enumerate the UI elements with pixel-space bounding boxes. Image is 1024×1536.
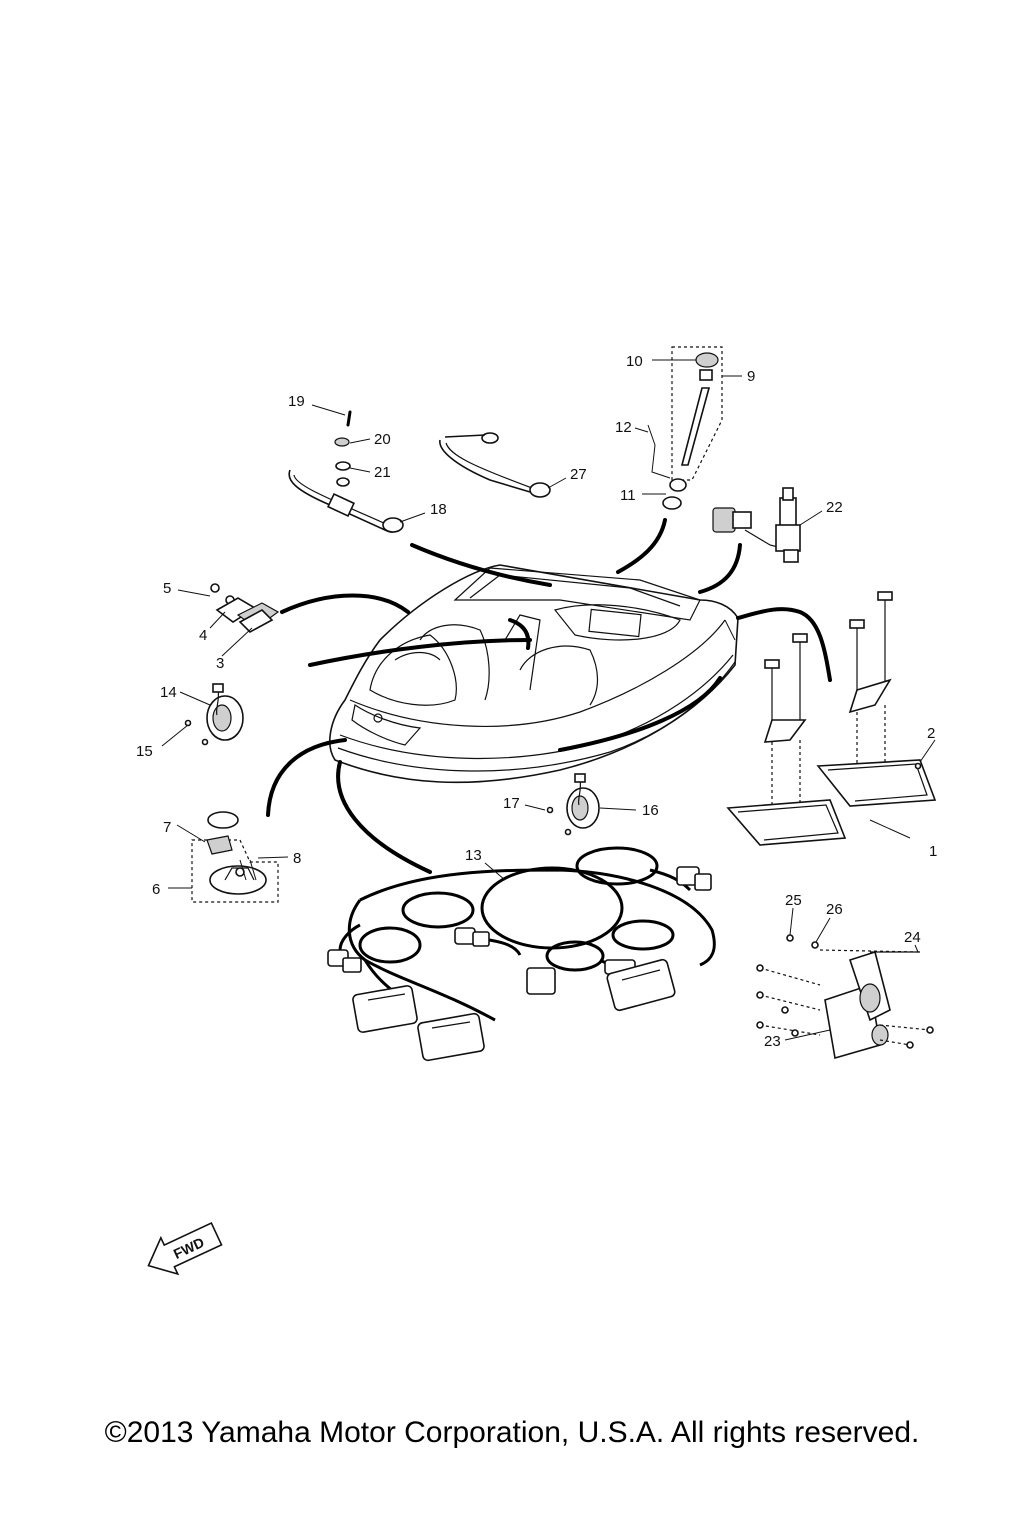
part-speaker-16 [546,773,600,836]
callout-12: 12 [615,419,632,436]
callout-13: 13 [465,847,482,864]
copyright-notice: ©2013 Yamaha Motor Corporation, U.S.A. A… [104,1416,920,1449]
part-brackets [726,591,937,846]
leader-lines [161,359,936,1041]
fwd-arrow-icon: FWD [147,1222,223,1276]
callout-14: 14 [160,684,177,701]
part-switch-6-7-8 [191,811,279,903]
wire-harness [327,846,716,1062]
callout-11: 11 [620,487,636,504]
callout-5: 5 [163,580,171,597]
callout-4: 4 [199,627,207,644]
callout-23: 23 [764,1033,781,1050]
callout-17: 17 [503,795,520,812]
callout-labels: 1 2 3 4 5 6 7 8 9 10 11 12 13 14 15 16 1… [136,353,937,1050]
callout-9: 9 [747,368,755,385]
callout-15: 15 [136,743,153,760]
callout-24: 24 [904,929,921,946]
part-speaker-14 [184,683,244,746]
callout-18: 18 [430,501,447,518]
callout-19: 19 [288,393,305,410]
callout-1: 1 [929,843,937,860]
callout-3: 3 [216,655,224,672]
part-handrails [288,432,551,533]
callout-7: 7 [163,819,171,836]
callout-25: 25 [785,892,802,909]
callout-26: 26 [826,901,843,918]
callout-22: 22 [826,499,843,516]
assembly-arrows [266,518,832,874]
part-module [756,934,934,1060]
part-dipstick [647,346,723,510]
callout-8: 8 [293,850,301,867]
part-switch-3-4-5 [210,583,280,633]
part-bolt [334,410,352,487]
callout-21: 21 [374,464,391,481]
callout-16: 16 [642,802,659,819]
callout-6: 6 [152,881,160,898]
callout-10: 10 [626,353,643,370]
part-sensor [712,487,801,563]
callout-20: 20 [374,431,391,448]
callout-27: 27 [570,466,587,483]
boat-hull [329,564,739,784]
callout-2: 2 [927,725,935,742]
